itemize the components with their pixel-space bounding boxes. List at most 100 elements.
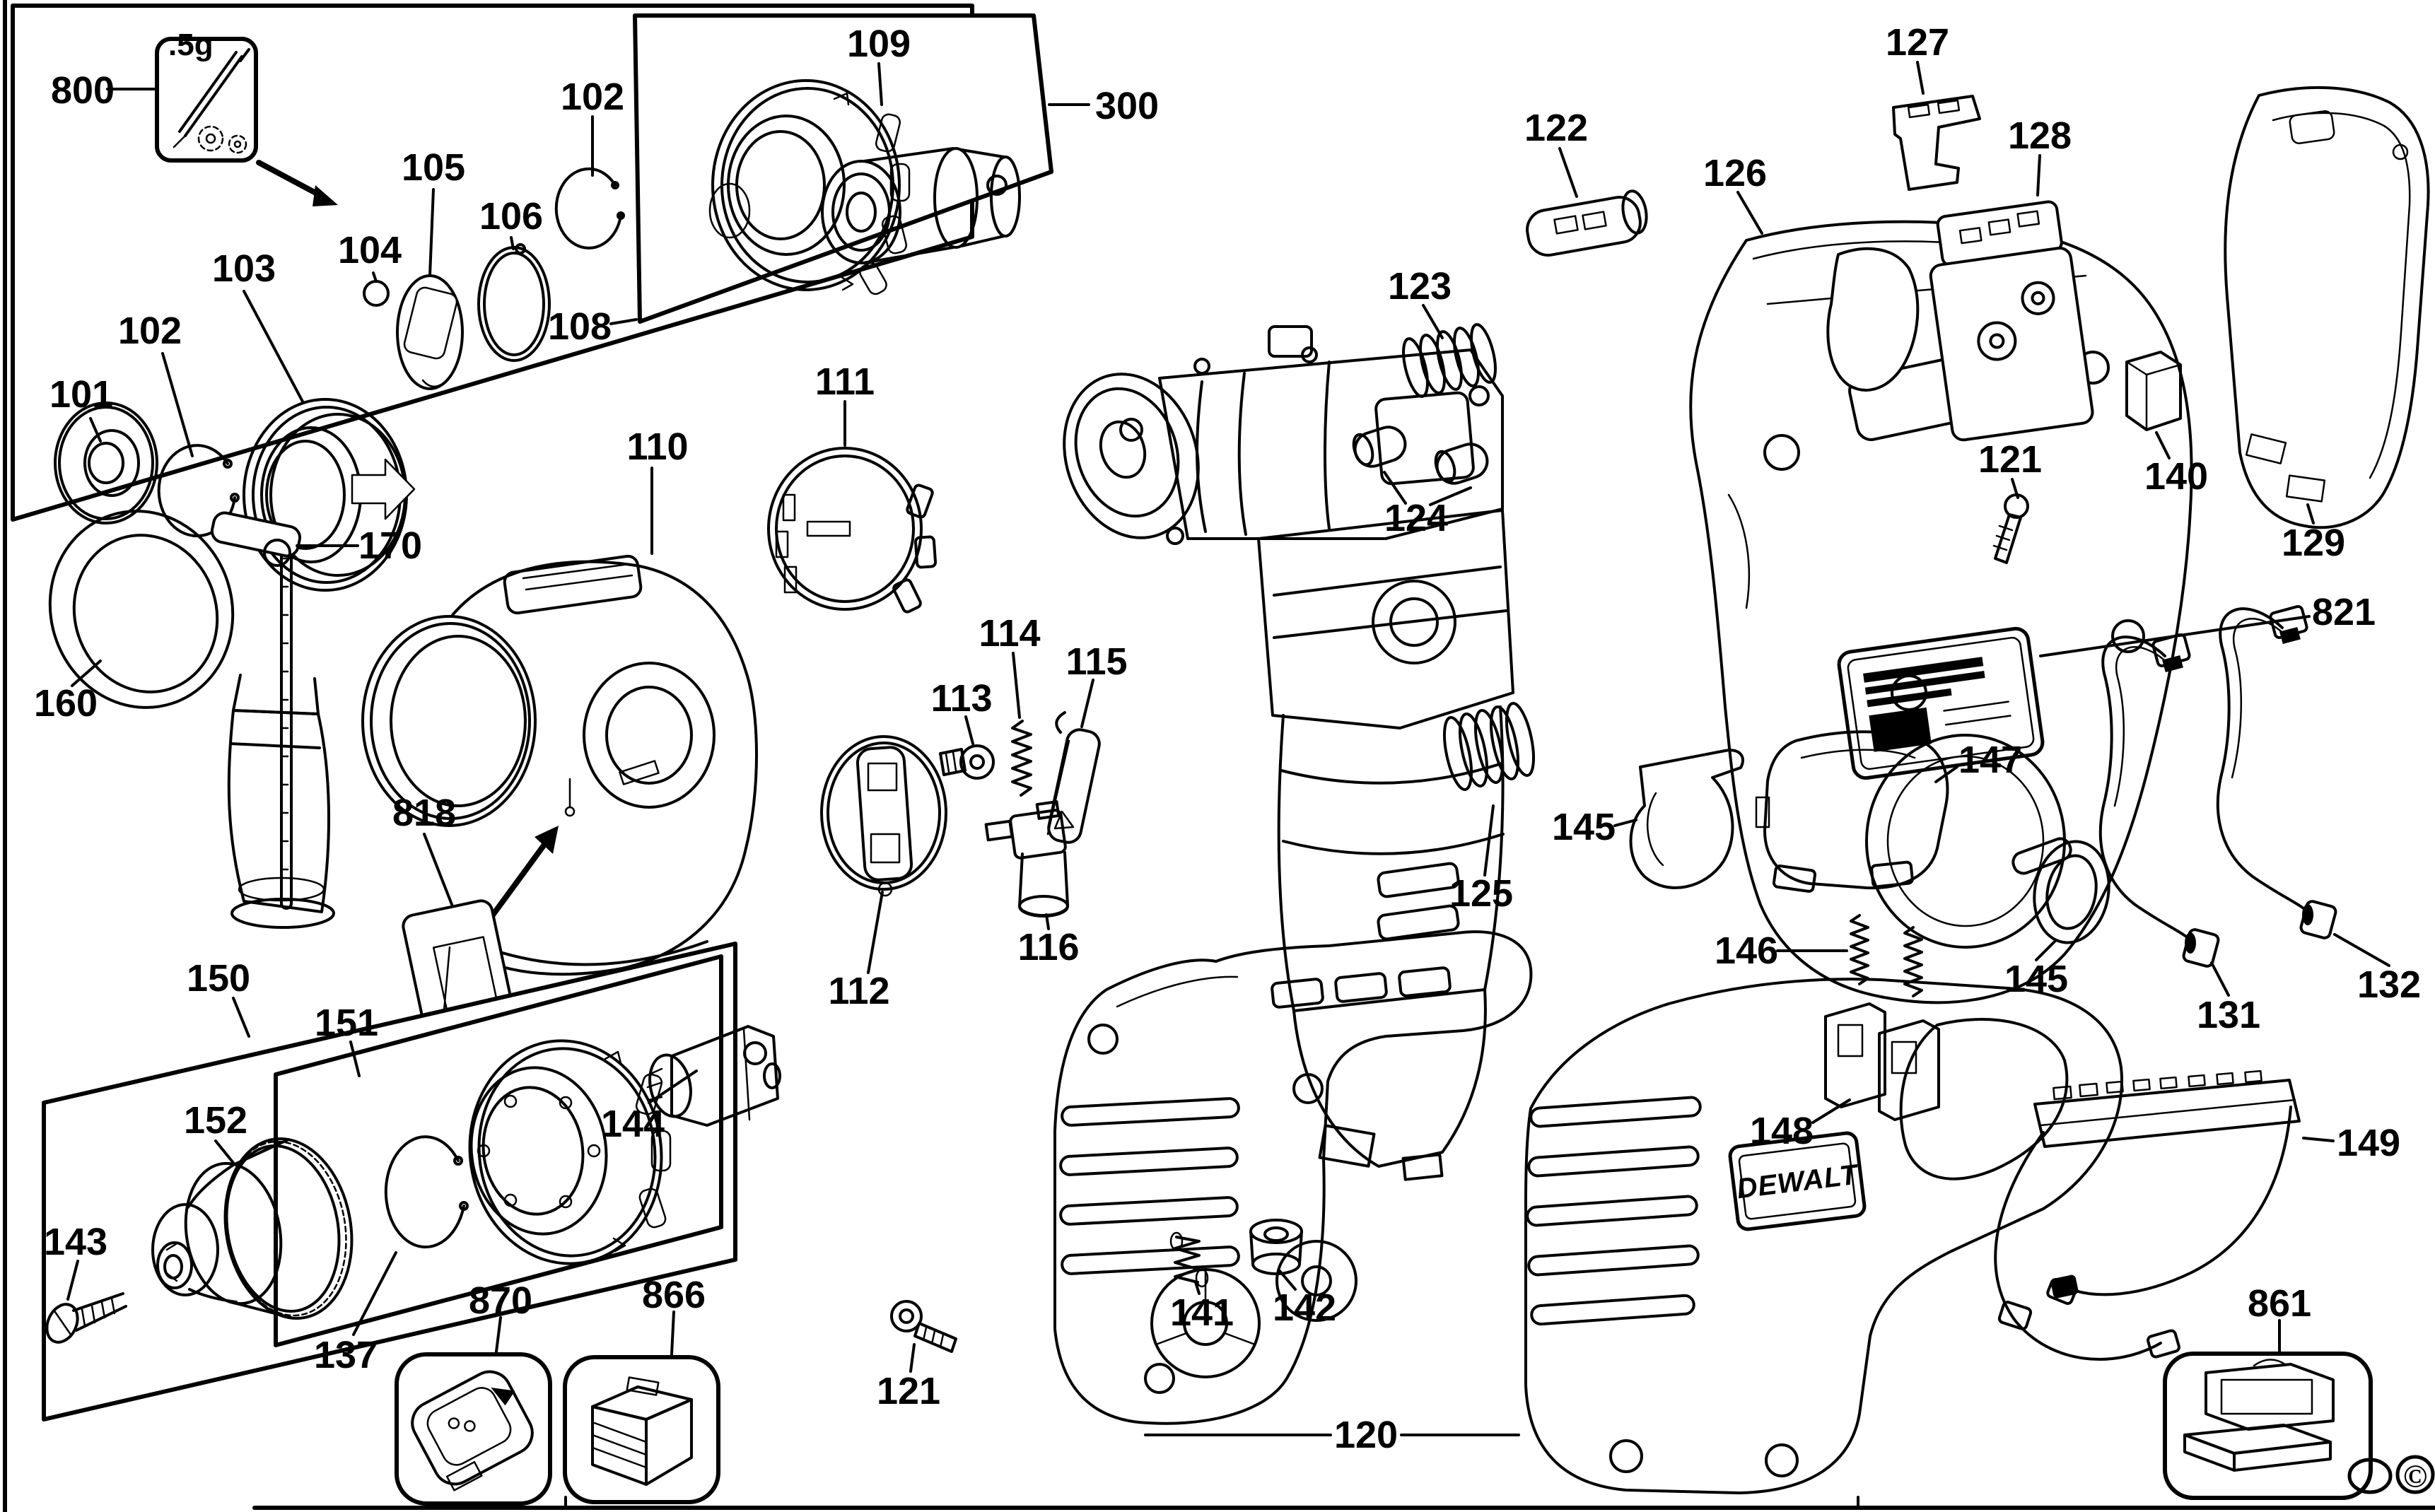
part-label-170: 170 <box>358 524 422 567</box>
right-clamshell-dewalt: DEWALT <box>1524 978 2123 1494</box>
copyright-text: © <box>2403 1458 2427 1494</box>
grease-amount-text: .5g <box>168 28 214 62</box>
copyright-circle <box>2395 1455 2435 1494</box>
brush-blocks-148 <box>1824 1002 1940 1121</box>
part-label-821: 821 <box>2312 591 2376 633</box>
part-label-108: 108 <box>548 305 612 348</box>
part-label-145: 145 <box>2004 958 2068 1000</box>
collar-103 <box>243 398 416 592</box>
leader-line-151 <box>349 1041 361 1077</box>
leader-line-128 <box>2036 154 2041 197</box>
part-label-149: 149 <box>2337 1122 2400 1164</box>
leader-line-116 <box>1045 913 1050 930</box>
part-label-870: 870 <box>469 1279 532 1322</box>
springs-146 <box>1850 914 1923 997</box>
charger-box-870 <box>395 1352 552 1506</box>
leader-line-104 <box>372 271 378 283</box>
leader-line-126 <box>1736 191 1763 235</box>
screw-121-bottom <box>890 1300 957 1353</box>
part-label-105: 105 <box>402 146 465 189</box>
part-label-142: 142 <box>1273 1287 1336 1329</box>
part-label-103: 103 <box>212 247 276 290</box>
part-label-866: 866 <box>642 1274 706 1316</box>
grease-box-800: .5g <box>155 28 258 163</box>
leader-line-114 <box>1012 652 1021 719</box>
part-label-101: 101 <box>49 373 113 416</box>
part-label-137: 137 <box>314 1334 378 1376</box>
part-label-102: 102 <box>561 76 624 118</box>
circlip-137 <box>384 1135 469 1249</box>
gear-housing-110 <box>361 554 758 976</box>
wire-132 <box>2216 605 2337 939</box>
leader-line-124 <box>1383 471 1407 505</box>
part-label-128: 128 <box>2008 115 2072 157</box>
leader-line-125 <box>1483 804 1495 877</box>
leader-line-109 <box>877 62 883 106</box>
ring-gear-111 <box>767 447 938 614</box>
leader-line-121 <box>2011 478 2019 499</box>
screw-113 <box>939 744 995 780</box>
part-label-129: 129 <box>2282 522 2345 564</box>
part-label-123: 123 <box>1388 265 1452 307</box>
leader-line-131 <box>2210 961 2230 997</box>
part-label-131: 131 <box>2197 994 2260 1036</box>
switch-128 <box>1826 200 2094 442</box>
pins-124 <box>1352 426 1489 485</box>
bushing-142 <box>1249 1219 1303 1275</box>
chuck-152 <box>151 1137 354 1320</box>
part-label-121: 121 <box>877 1370 940 1412</box>
block-140 <box>2125 351 2182 431</box>
leader-line-141 <box>1194 1281 1201 1295</box>
leader-line-137 <box>352 1251 397 1336</box>
spring-141 <box>1169 1231 1209 1288</box>
leader-line-105 <box>428 188 435 277</box>
leader-line-145 <box>2035 940 2056 961</box>
leader-line-144 <box>648 1069 698 1104</box>
part-label-147: 147 <box>1958 739 2022 781</box>
leader-line-132 <box>2333 933 2390 967</box>
leader-line-821 <box>2039 615 2311 657</box>
part-label-121: 121 <box>1978 438 2042 481</box>
bracket-127 <box>1892 95 1981 191</box>
battery-box-866 <box>563 1355 720 1504</box>
leader-line-147 <box>1934 766 1958 783</box>
part-label-113: 113 <box>930 677 992 720</box>
button-122 <box>1526 189 1648 257</box>
leader-line-122 <box>1558 147 1578 198</box>
clip-145-right <box>2011 837 2110 944</box>
slider-115 <box>1046 711 1101 844</box>
leader-line-145 <box>1613 819 1637 827</box>
part-label-116: 116 <box>1017 926 1079 968</box>
assembly-box-151 <box>274 954 723 1347</box>
leader-line-150 <box>232 997 250 1038</box>
leader-line-112 <box>867 891 884 974</box>
part-label-145: 145 <box>1552 806 1616 848</box>
screw-143 <box>45 1292 127 1344</box>
copyright-marks: © <box>2347 1455 2435 1494</box>
spring-123 <box>1402 323 1497 398</box>
kitbox-861 <box>2163 1352 2373 1500</box>
leader-line-152 <box>214 1139 235 1164</box>
page-border <box>3 0 2435 1512</box>
part-label-114: 114 <box>979 612 1040 655</box>
leader-line-124 <box>1429 486 1472 506</box>
mode-dial-112 <box>820 735 947 897</box>
housing-shell-129 <box>2224 86 2430 529</box>
pcb-149 <box>1994 1069 2301 1361</box>
part-label-110: 110 <box>626 426 688 468</box>
dewalt-logo-text: DEWALT <box>1735 1159 1862 1205</box>
clutch-housing-151 <box>468 1039 672 1265</box>
leader-line-123 <box>1422 304 1444 339</box>
part-label-132: 132 <box>2357 963 2421 1006</box>
part-label-125: 125 <box>1449 872 1513 915</box>
leader-line-115 <box>1080 679 1094 728</box>
part-label-148: 148 <box>1750 1110 1814 1152</box>
part-label-115: 115 <box>1065 640 1127 683</box>
part-label-800: 800 <box>51 69 115 112</box>
leader-line-818 <box>423 833 454 908</box>
leader-line-140 <box>2155 431 2171 459</box>
leader-line-129 <box>2306 503 2315 524</box>
part-label-160: 160 <box>34 682 98 725</box>
part-label-126: 126 <box>1703 152 1767 194</box>
